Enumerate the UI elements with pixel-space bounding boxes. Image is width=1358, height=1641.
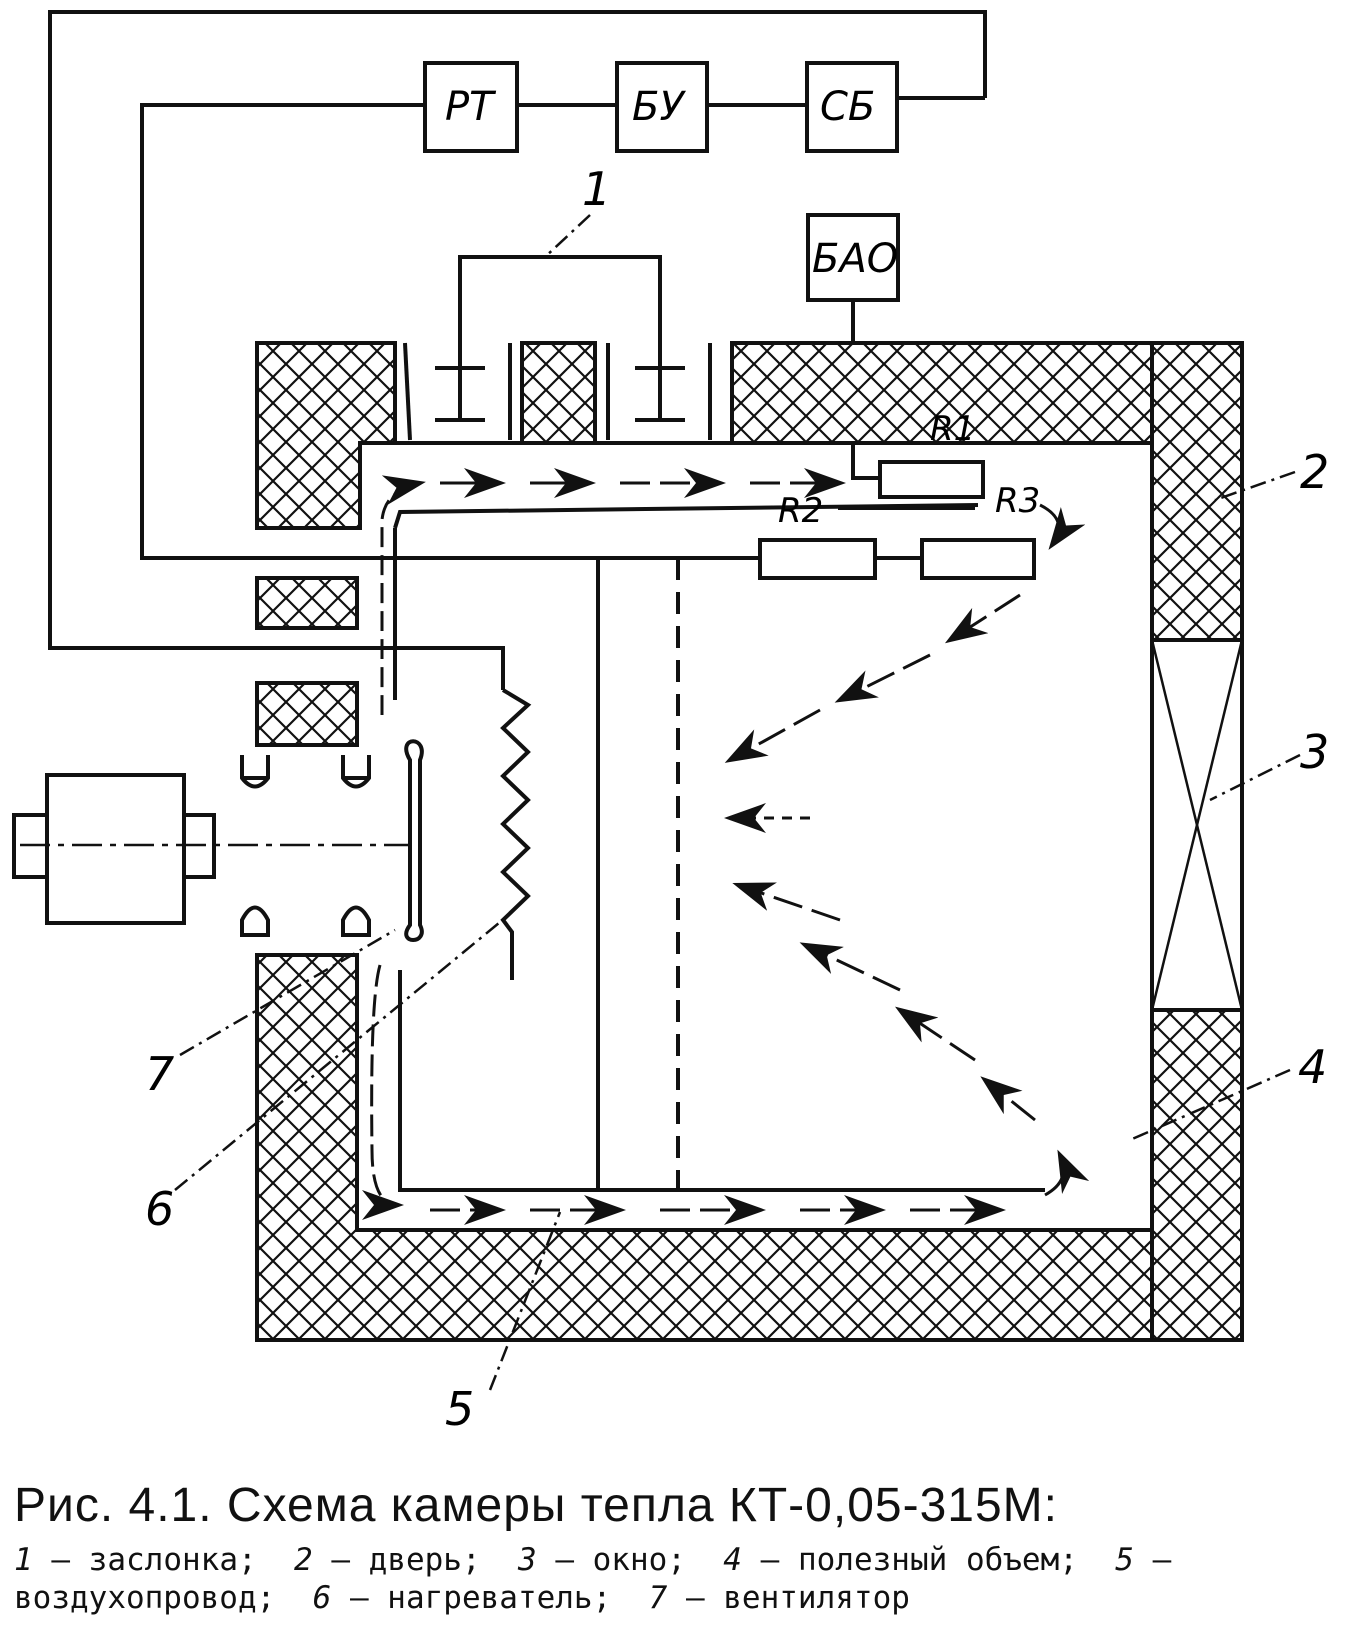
r2-resistor — [758, 538, 877, 580]
bu-label: БУ — [632, 84, 686, 130]
bu-block — [615, 61, 709, 153]
legend-num-1: 1 — [14, 1542, 33, 1578]
legend-num-5: 5 — [1115, 1542, 1134, 1578]
callout-1: 1 — [582, 162, 611, 216]
legend-num-7: 7 — [648, 1580, 668, 1616]
legend-text-3: — окно; — [555, 1542, 686, 1578]
figure-caption: Рис. 4.1. Схема камеры тепла КТ-0,05-315… — [14, 1478, 1344, 1617]
sb-label: СБ — [820, 84, 875, 130]
callout-3: 3 — [1300, 725, 1329, 779]
legend-num-6: 6 — [312, 1580, 332, 1616]
bao-label: БАО — [812, 236, 898, 282]
legend-text-6: — нагреватель; — [349, 1580, 612, 1616]
r1-resistor — [878, 460, 985, 499]
callout-7: 7 — [145, 1047, 174, 1101]
rt-block — [423, 61, 519, 153]
sb-block — [805, 61, 899, 153]
r3-label: R3 — [995, 481, 1040, 521]
damper — [403, 255, 712, 441]
callout-5: 5 — [445, 1382, 474, 1436]
motor — [12, 773, 216, 925]
window — [1150, 638, 1244, 1012]
heater — [500, 688, 532, 980]
caption-legend: 1 — заслонка; 2 — дверь; 3 — окно; 4 — п… — [14, 1541, 1344, 1617]
legend-text-2: — дверь; — [331, 1542, 481, 1578]
legend-num-4: 4 — [723, 1542, 742, 1578]
bao-block — [806, 213, 900, 302]
legend-num-2: 2 — [293, 1542, 313, 1578]
callout-2: 2 — [1300, 445, 1329, 499]
legend-num-3: 3 — [517, 1542, 537, 1578]
callout-6: 6 — [145, 1182, 174, 1236]
legend-text-1: — заслонка; — [51, 1542, 257, 1578]
rt-label: РТ — [445, 84, 497, 130]
callout-4: 4 — [1298, 1040, 1327, 1094]
legend-text-4: — полезный объем; — [760, 1542, 1078, 1578]
legend-text-5: — воздухопровод; — [14, 1542, 1172, 1616]
caption-title: Рис. 4.1. Схема камеры тепла КТ-0,05-315… — [14, 1479, 1058, 1532]
insulation-walls — [255, 341, 1244, 1342]
callout-leaders — [174, 214, 1301, 1391]
chamber-schematic: РТ БУ СБ БАО R1 R2 R3 1 2 3 4 5 6 7 — [12, 10, 1329, 1436]
r2-label: R2 — [778, 491, 823, 531]
r1-label: R1 — [930, 409, 975, 449]
seals — [240, 755, 371, 937]
airflow-arrows — [361, 468, 1090, 1225]
r3-resistor — [920, 538, 1036, 580]
legend-text-7: — вентилятор — [685, 1580, 910, 1616]
